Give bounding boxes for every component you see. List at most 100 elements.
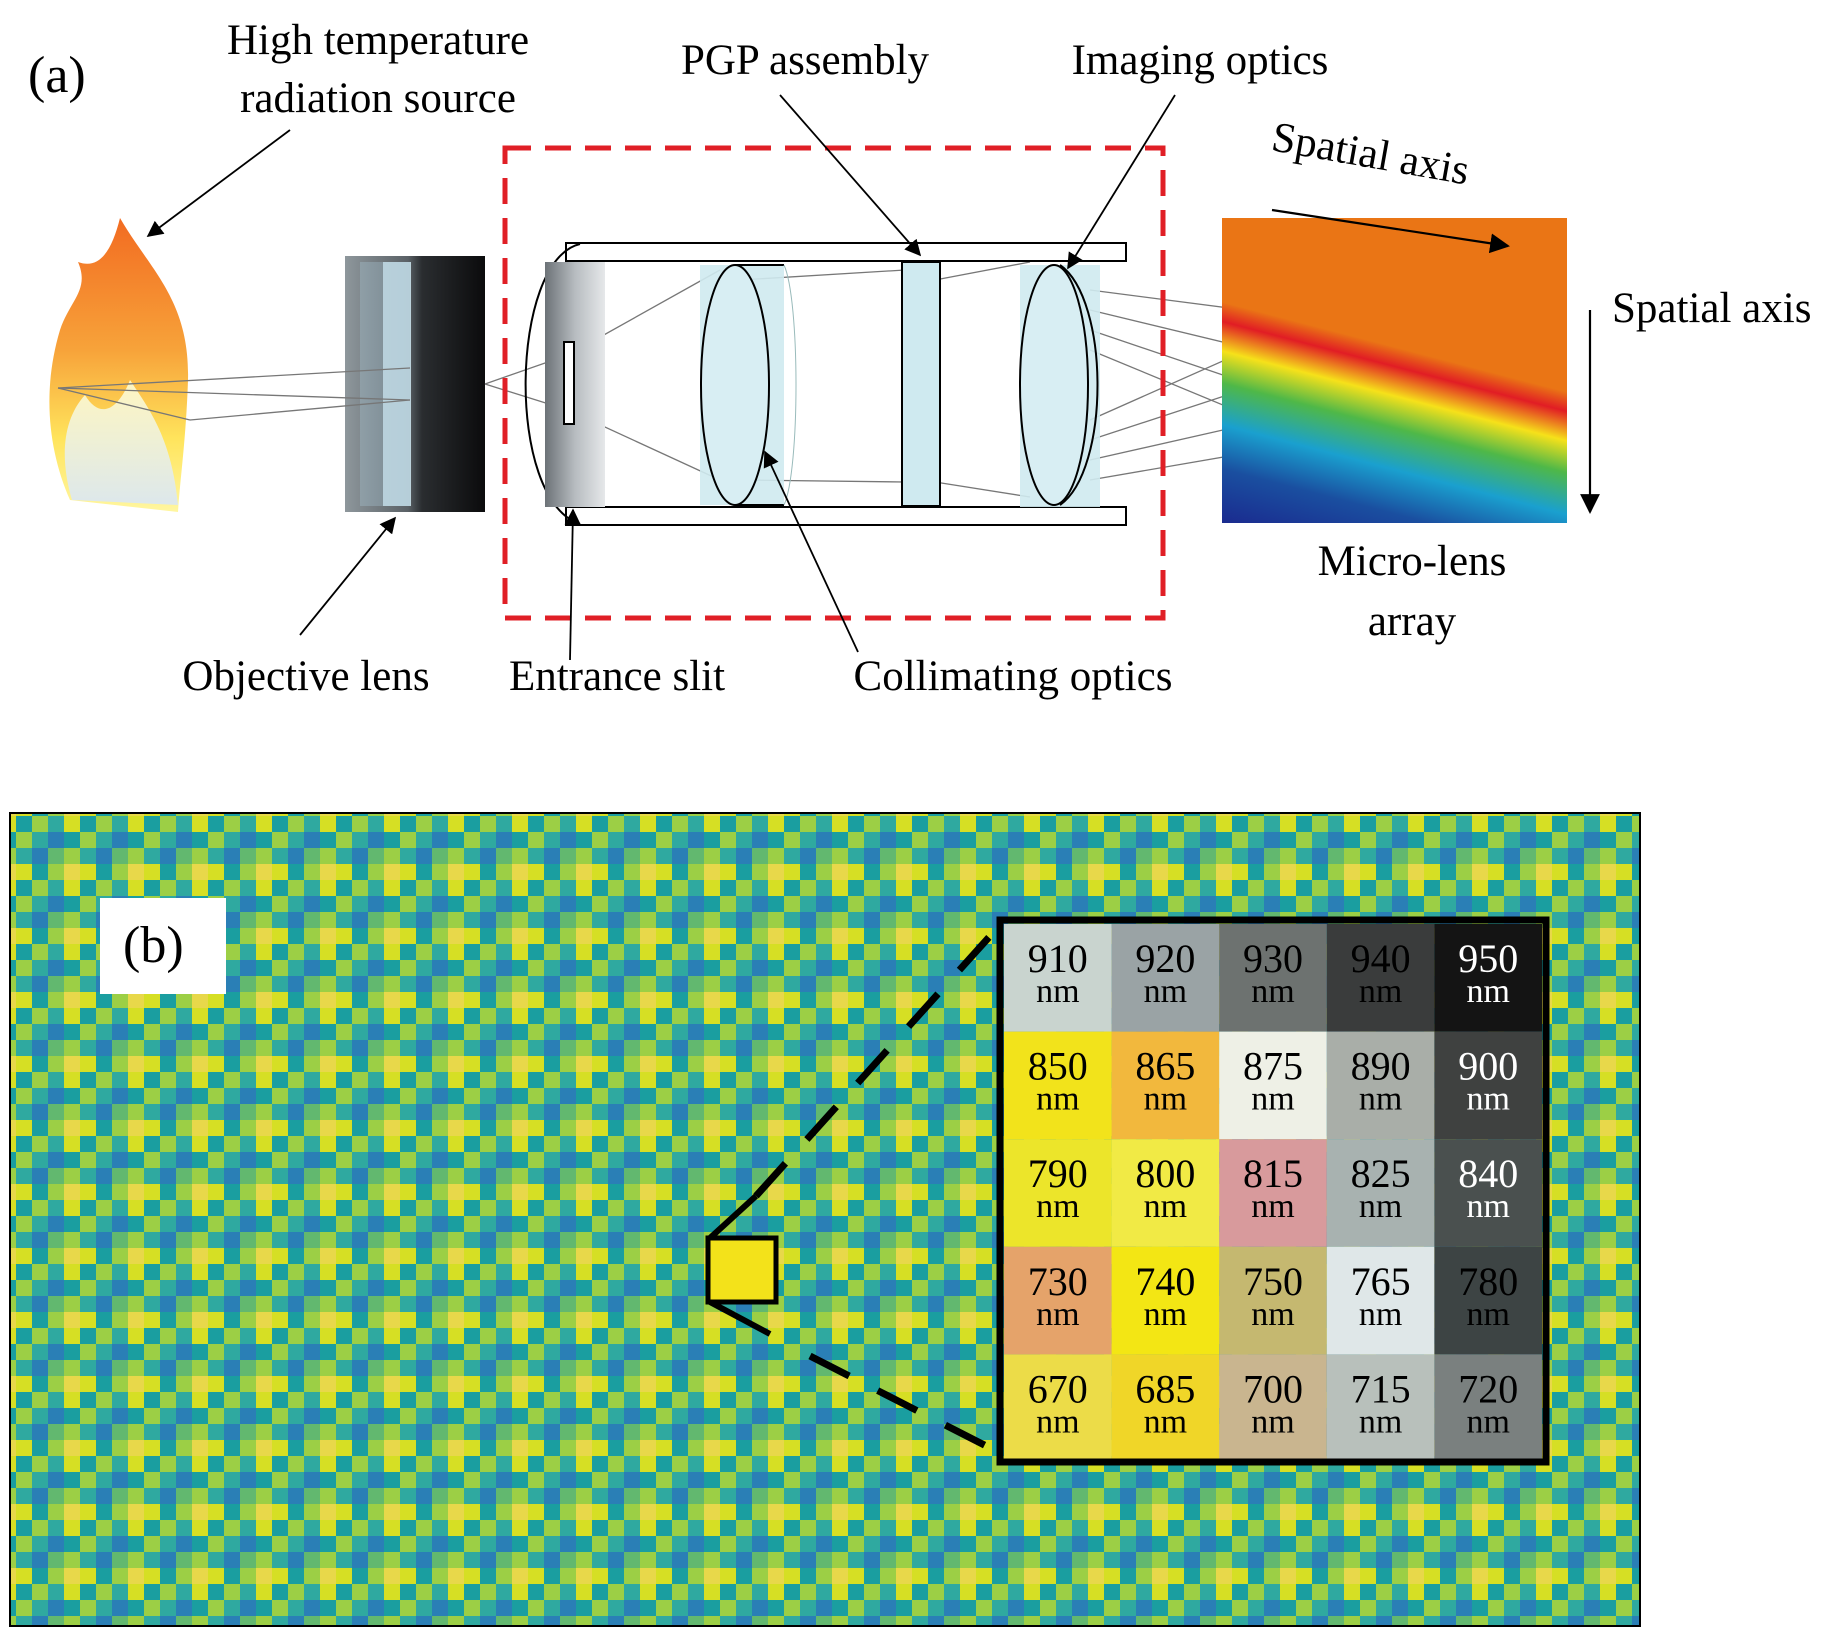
wavelength-value: 780 (1458, 1259, 1518, 1304)
wavelength-cell (1004, 924, 1112, 1032)
wavelength-cell (1219, 1031, 1327, 1140)
wavelength-cell (1004, 1139, 1112, 1247)
label-collimating: Collimating optics (854, 653, 1173, 700)
wavelength-unit: nm (1144, 1188, 1187, 1225)
wavelength-value: 910 (1028, 936, 1088, 981)
entrance-slit (563, 341, 575, 425)
label-objective: Objective lens (182, 653, 429, 700)
wavelength-unit: nm (1144, 1296, 1187, 1333)
wavelength-value: 685 (1135, 1366, 1195, 1411)
wavelength-unit: nm (1251, 1403, 1294, 1440)
label-source-line1: High temperature (227, 17, 529, 64)
wavelength-unit: nm (1359, 1403, 1402, 1440)
wavelength-grid-frame (996, 916, 1550, 1466)
annotation-arrows (146, 94, 1176, 661)
wavelength-cell (1434, 1031, 1542, 1140)
zoom-dash-bottom (808, 1352, 1002, 1457)
wavelength-unit: nm (1251, 1296, 1294, 1333)
wavelength-cell (1004, 1354, 1112, 1462)
wavelength-cell (1434, 1246, 1542, 1355)
wavelength-cell (1111, 1354, 1220, 1462)
wavelength-unit: nm (1359, 1081, 1402, 1118)
objective-lens (345, 256, 485, 512)
panel-b: (b) 910nm920nm930nm940nm950nm850nm865nm8… (9, 812, 1641, 1627)
wavelength-value: 700 (1243, 1366, 1303, 1411)
flame-icon (49, 218, 189, 512)
wavelength-cell (1004, 1031, 1112, 1140)
wavelength-value: 840 (1458, 1151, 1518, 1196)
wavelength-cell (1326, 1246, 1435, 1355)
wavelength-value: 740 (1135, 1259, 1195, 1304)
panel-b-label-bg (100, 898, 226, 994)
wavelength-unit: nm (1359, 1296, 1402, 1333)
panel-a: (a) (28, 17, 1811, 700)
pgp-assembly (901, 261, 941, 507)
wavelength-value: 715 (1351, 1366, 1411, 1411)
wavelength-value: 765 (1351, 1259, 1411, 1304)
wavelength-value: 875 (1243, 1044, 1303, 1089)
wavelength-cell (1219, 1139, 1327, 1247)
wavelength-unit: nm (1359, 1188, 1402, 1225)
wavelength-cell (1434, 924, 1542, 1032)
wavelength-unit: nm (1466, 1296, 1509, 1333)
label-pgp: PGP assembly (681, 37, 930, 84)
wavelength-unit: nm (1036, 1081, 1079, 1118)
wavelength-value: 900 (1458, 1044, 1518, 1089)
wavelength-value: 890 (1351, 1044, 1411, 1089)
wavelength-unit: nm (1251, 973, 1294, 1010)
wavelength-unit: nm (1359, 973, 1402, 1010)
imaging-lens (1019, 264, 1100, 507)
label-spatial-axis-diagonal: Spatial axis (1268, 114, 1473, 195)
wavelength-value: 750 (1243, 1259, 1303, 1304)
wavelength-value: 720 (1458, 1366, 1518, 1411)
label-slit: Entrance slit (509, 653, 725, 700)
wavelength-value: 825 (1351, 1151, 1411, 1196)
wavelength-cell (1434, 1139, 1542, 1247)
label-mla-line1: Micro-lens (1318, 538, 1507, 585)
wavelength-value: 815 (1243, 1151, 1303, 1196)
wavelength-unit: nm (1036, 1296, 1079, 1333)
wavelength-cell (1326, 924, 1435, 1032)
wavelength-value: 950 (1458, 936, 1518, 981)
wavelength-cell (1111, 924, 1220, 1032)
zoom-line-bottom (708, 1299, 772, 1337)
wavelength-unit: nm (1251, 1188, 1294, 1225)
wavelength-value: 730 (1028, 1259, 1088, 1304)
wavelength-value: 850 (1028, 1044, 1088, 1089)
wavelength-unit: nm (1144, 1081, 1187, 1118)
wavelength-unit: nm (1144, 973, 1187, 1010)
wavelength-cell (1111, 1246, 1220, 1355)
wavelength-cell (1219, 924, 1327, 1032)
spectrometer-tube (565, 242, 1127, 526)
wavelength-value: 790 (1028, 1151, 1088, 1196)
panel-a-label: (a) (28, 47, 86, 104)
wavelength-unit: nm (1036, 1403, 1079, 1440)
wavelength-unit: nm (1036, 973, 1079, 1010)
zoom-line-top (707, 1193, 759, 1241)
wavelength-value: 920 (1135, 936, 1195, 981)
wavelength-cell (1111, 1139, 1220, 1247)
label-imaging: Imaging optics (1072, 37, 1329, 84)
wavelength-cell (1111, 1031, 1220, 1140)
wavelength-unit: nm (1144, 1403, 1187, 1440)
wavelength-value: 940 (1351, 936, 1411, 981)
collimating-lens (700, 264, 797, 506)
selected-pixel-region (705, 1235, 779, 1305)
wavelength-value: 800 (1135, 1151, 1195, 1196)
label-source-line2: radiation source (240, 75, 516, 122)
wavelength-unit: nm (1251, 1081, 1294, 1118)
wavelength-unit: nm (1466, 1403, 1509, 1440)
micro-lens-array (1222, 218, 1567, 523)
wavelength-cell (1326, 1139, 1435, 1247)
wavelength-unit: nm (1036, 1188, 1079, 1225)
wavelength-unit: nm (1466, 1188, 1509, 1225)
wavelength-cell (1326, 1031, 1435, 1140)
spectrometer-box (502, 145, 1166, 621)
zoom-dash-top (753, 922, 1003, 1199)
wavelength-unit: nm (1466, 1081, 1509, 1118)
wavelength-cell (1326, 1354, 1435, 1462)
wavelength-value: 670 (1028, 1366, 1088, 1411)
wavelength-cell (1219, 1246, 1327, 1355)
wavelength-cell (1219, 1354, 1327, 1462)
